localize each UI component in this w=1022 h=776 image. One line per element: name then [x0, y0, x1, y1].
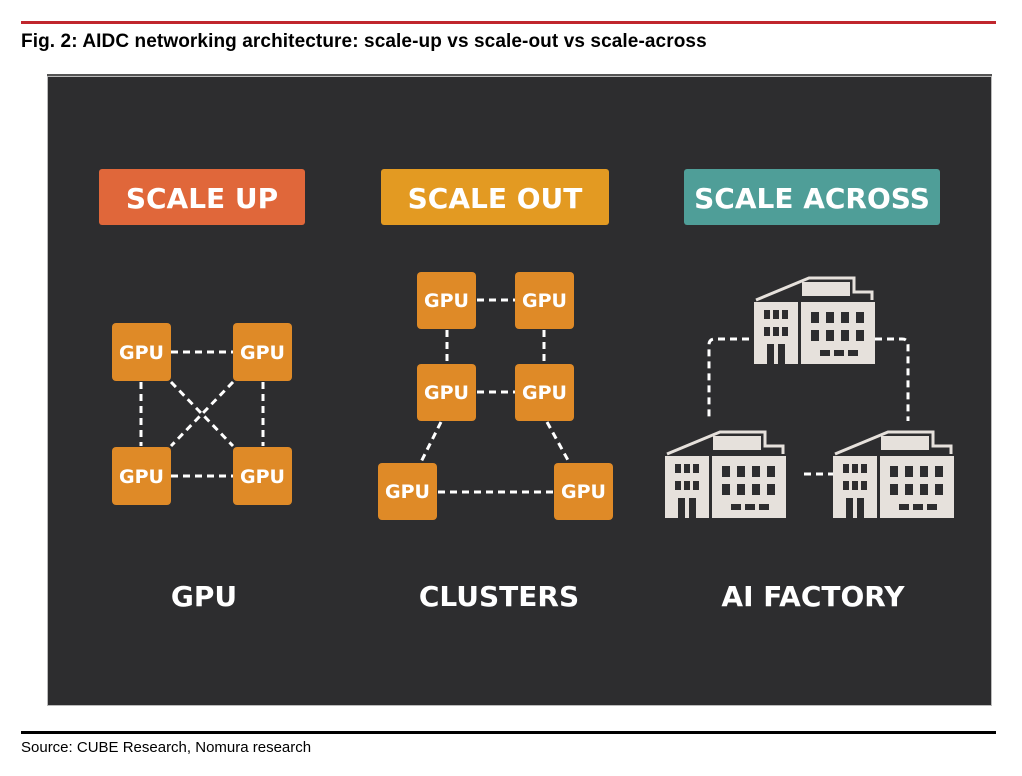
scale-up-footer: GPU [171, 580, 237, 613]
svg-text:GPU: GPU [424, 382, 469, 404]
scale-up-badge: SCALE UP [99, 169, 305, 225]
diagram-panel: SCALE UP SCALE OUT SCALE ACROSS GPU GPU … [47, 74, 992, 706]
svg-text:GPU: GPU [561, 481, 606, 503]
gpu-node: GPU [112, 447, 171, 505]
scale-out-links [419, 298, 571, 494]
svg-text:GPU: GPU [119, 342, 164, 364]
gpu-node: GPU [554, 463, 613, 520]
scale-up-label: SCALE UP [126, 182, 278, 215]
gpu-node: GPU [515, 272, 574, 329]
scale-up-gpus: GPU GPU GPU GPU [112, 323, 292, 505]
scale-out-badge: SCALE OUT [381, 169, 609, 225]
scale-across-label: SCALE ACROSS [694, 182, 930, 215]
figure-title: Fig. 2: AIDC networking architecture: sc… [21, 31, 707, 52]
gpu-node: GPU [233, 447, 292, 505]
svg-text:GPU: GPU [522, 382, 567, 404]
building-icon [831, 430, 956, 520]
diagram-canvas: SCALE UP SCALE OUT SCALE ACROSS GPU GPU … [99, 169, 956, 613]
svg-text:GPU: GPU [119, 466, 164, 488]
svg-text:GPU: GPU [385, 481, 430, 503]
gpu-node: GPU [378, 463, 437, 520]
building-icon [663, 430, 788, 520]
gpu-node: GPU [417, 272, 476, 329]
source-note: Source: CUBE Research, Nomura research [21, 739, 312, 756]
building-icon [752, 276, 877, 366]
gpu-node: GPU [233, 323, 292, 381]
scale-out-gpus: GPU GPU GPU GPU GPU GPU [378, 272, 613, 520]
source-rule [21, 731, 996, 734]
svg-text:GPU: GPU [240, 466, 285, 488]
scale-across-badge: SCALE ACROSS [684, 169, 940, 225]
scale-up-links [139, 350, 265, 478]
scale-out-label: SCALE OUT [408, 182, 583, 215]
svg-text:GPU: GPU [424, 290, 469, 312]
title-top-rule [21, 21, 996, 24]
scale-across-footer: AI FACTORY [721, 580, 905, 613]
scale-across-links [707, 337, 910, 476]
scale-out-footer: CLUSTERS [419, 580, 579, 613]
svg-text:GPU: GPU [522, 290, 567, 312]
gpu-node: GPU [112, 323, 171, 381]
gpu-node: GPU [417, 364, 476, 421]
svg-text:GPU: GPU [240, 342, 285, 364]
gpu-node: GPU [515, 364, 574, 421]
